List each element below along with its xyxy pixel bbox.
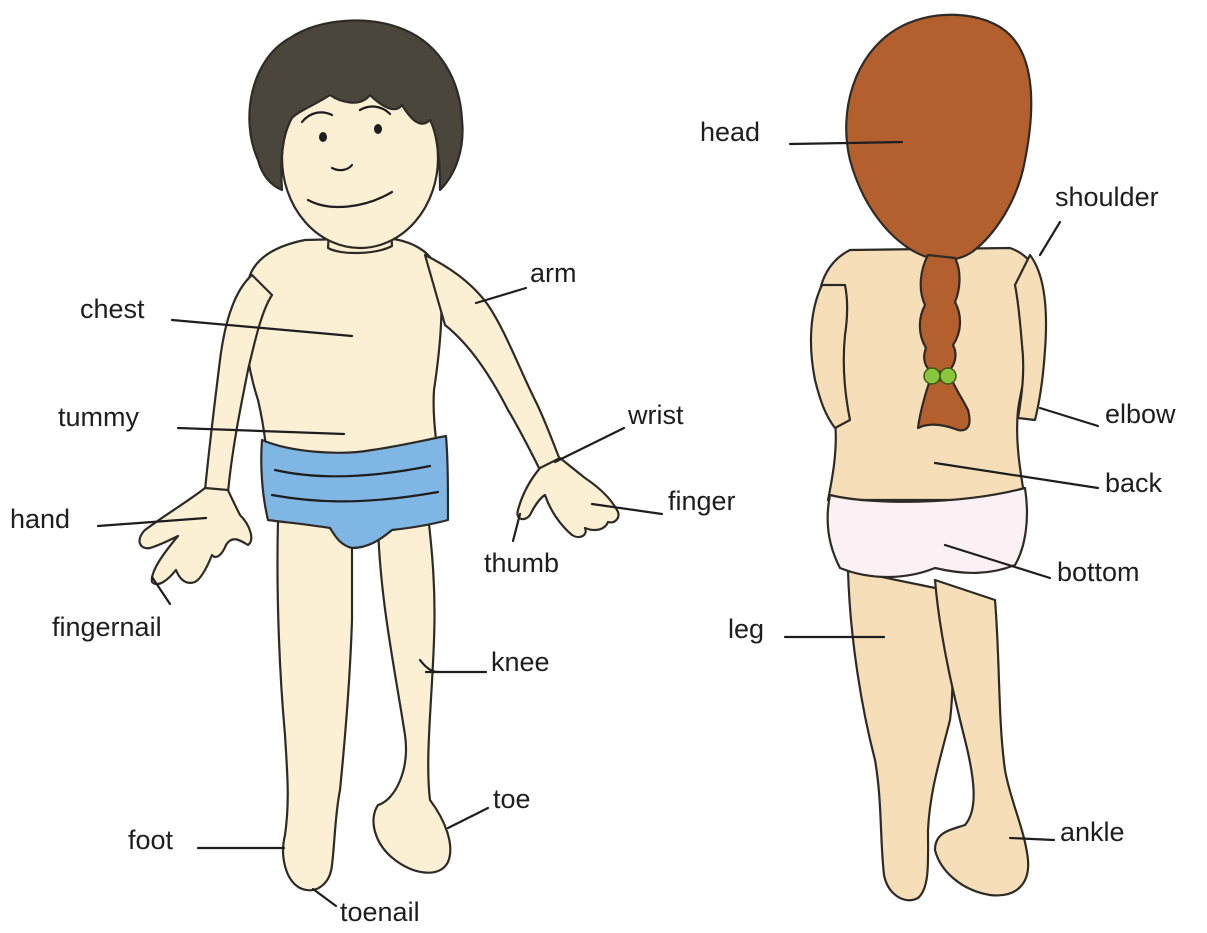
girl-right-leg bbox=[935, 580, 1028, 895]
label-toenail: toenail bbox=[340, 897, 420, 927]
leader-toe bbox=[448, 808, 488, 828]
label-toe: toe bbox=[493, 784, 531, 814]
front-figure bbox=[140, 21, 619, 891]
label-leg: leg bbox=[728, 614, 764, 644]
leader-wrist bbox=[555, 428, 624, 462]
boy-right-leg bbox=[373, 515, 450, 873]
girl-braid bbox=[920, 255, 960, 372]
label-finger: finger bbox=[668, 486, 736, 516]
label-chest: chest bbox=[80, 294, 145, 324]
label-thumb: thumb bbox=[484, 548, 559, 578]
boy-right-eye bbox=[374, 124, 382, 134]
label-wrist: wrist bbox=[627, 400, 684, 430]
label-ankle: ankle bbox=[1060, 817, 1125, 847]
label-tummy: tummy bbox=[58, 402, 140, 432]
boy-left-hand bbox=[140, 488, 252, 584]
label-knee: knee bbox=[491, 647, 550, 677]
girl-left-arm bbox=[811, 285, 850, 428]
label-shoulder: shoulder bbox=[1055, 182, 1159, 212]
boy-right-hand bbox=[517, 458, 618, 537]
label-hand: hand bbox=[10, 504, 70, 534]
leader-thumb bbox=[513, 514, 520, 541]
label-elbow: elbow bbox=[1105, 399, 1176, 429]
label-fingernail: fingernail bbox=[52, 612, 162, 642]
leader-shoulder bbox=[1040, 222, 1060, 255]
leader-toenail bbox=[313, 889, 336, 906]
girl-hair-bobble-2 bbox=[940, 368, 956, 384]
label-bottom: bottom bbox=[1057, 557, 1140, 587]
boy-left-leg bbox=[277, 520, 352, 890]
girl-underwear bbox=[828, 488, 1027, 577]
label-head: head bbox=[700, 117, 760, 147]
girl-hair bbox=[846, 15, 1031, 260]
boy-left-eye bbox=[319, 132, 327, 142]
label-foot: foot bbox=[128, 825, 174, 855]
leader-elbow bbox=[1040, 408, 1098, 426]
label-arm: arm bbox=[530, 258, 577, 288]
label-back: back bbox=[1105, 468, 1163, 498]
girl-hair-bobble-1 bbox=[924, 368, 940, 384]
leader-arm bbox=[476, 288, 526, 303]
back-figure bbox=[811, 15, 1046, 900]
